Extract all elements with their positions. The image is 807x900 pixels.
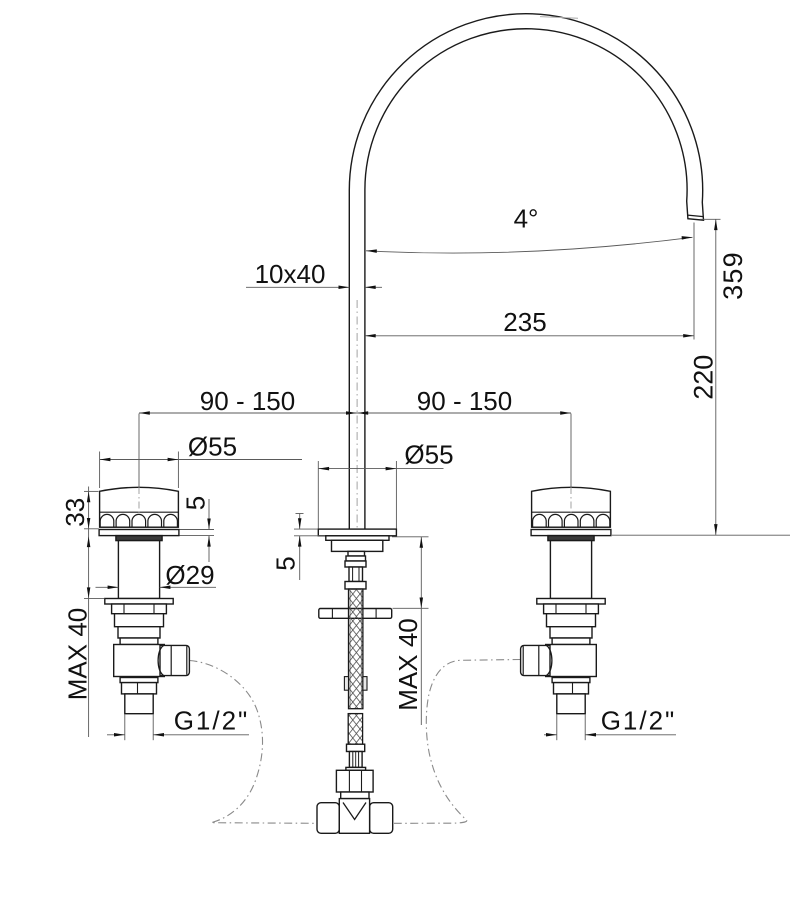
svg-text:4°: 4° bbox=[514, 204, 539, 234]
svg-text:5: 5 bbox=[181, 496, 211, 510]
svg-text:G1/2": G1/2" bbox=[174, 706, 250, 736]
svg-text:235: 235 bbox=[503, 307, 546, 337]
svg-text:220: 220 bbox=[688, 355, 718, 400]
svg-text:Ø55: Ø55 bbox=[188, 432, 237, 462]
svg-text:MAX 40: MAX 40 bbox=[63, 608, 93, 701]
svg-text:10x40: 10x40 bbox=[255, 259, 326, 289]
svg-text:G1/2": G1/2" bbox=[601, 706, 677, 736]
svg-text:Ø55: Ø55 bbox=[404, 440, 453, 470]
svg-text:90 - 150: 90 - 150 bbox=[200, 386, 295, 416]
svg-text:33: 33 bbox=[60, 498, 90, 527]
svg-text:359: 359 bbox=[718, 251, 748, 300]
svg-text:MAX 40: MAX 40 bbox=[393, 618, 423, 711]
svg-text:5: 5 bbox=[271, 556, 301, 570]
svg-text:Ø29: Ø29 bbox=[165, 560, 214, 590]
svg-text:90 - 150: 90 - 150 bbox=[417, 386, 512, 416]
